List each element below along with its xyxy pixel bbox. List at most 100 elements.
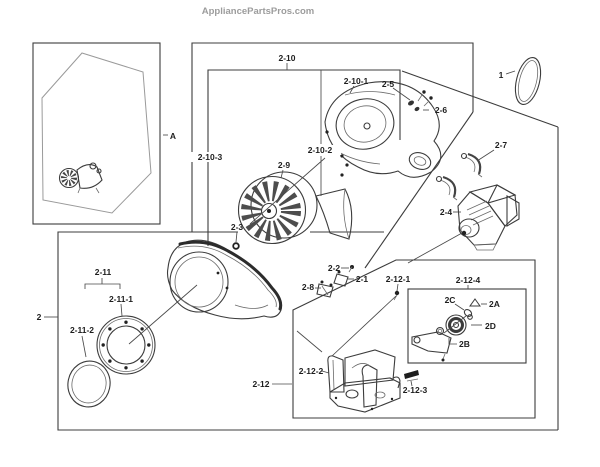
group2-diagonal-edge [364, 111, 474, 269]
leader-2-11-2 [81, 335, 87, 358]
wheel-hub-dot [267, 209, 271, 213]
bushing-ring [467, 314, 473, 320]
part-label-2-9: 2-9 [278, 160, 291, 170]
part-label-2-12-1: 2-12-1 [386, 274, 411, 284]
bolt-2-12-3-drawing [404, 370, 419, 382]
motor-tab [506, 195, 520, 227]
arm-hole [413, 336, 421, 344]
leader-lines [44, 63, 516, 387]
blower-wheel-drawing [237, 171, 318, 245]
shaft-nut [232, 242, 240, 250]
housing-screw-dot [340, 154, 344, 158]
screw-2-12-1-stem [393, 294, 398, 301]
clip-1-eye [460, 152, 468, 160]
motor-shaft-dot [461, 230, 467, 236]
wheel-front-rim [237, 175, 307, 245]
drum-belt-inner-line [177, 245, 277, 308]
leader-2-5 [392, 87, 411, 101]
bracket-2-11 [84, 278, 121, 289]
part-label-2-6: 2-6 [435, 105, 448, 115]
part-label-2-4: 2-4 [440, 207, 453, 217]
part-label-2-1: 2-1 [356, 274, 369, 284]
clip-2-detail [439, 179, 458, 201]
part-label-1: 1 [499, 70, 504, 80]
motor-cylinder [458, 218, 480, 238]
motor-drawing [457, 184, 520, 251]
screw-2-2-stem [348, 266, 353, 273]
mini-feet [77, 187, 100, 194]
motor-foot [473, 243, 497, 251]
blower-housing-drawing [324, 81, 442, 178]
spring-clips-drawing [435, 152, 483, 201]
drum-tail-curve [234, 304, 269, 309]
leader-2-7 [476, 149, 495, 162]
clip-1-detail [464, 156, 483, 178]
wheel-blades [241, 181, 301, 241]
idler-arm-2b [411, 331, 452, 354]
motor-bracket-drawing [327, 349, 401, 413]
part-label-2-12-3: 2-12-3 [403, 385, 428, 395]
leader-2-12-2 [321, 370, 330, 374]
part-label-a: A [170, 131, 176, 141]
housing-screw-dot [325, 130, 329, 134]
idler-assembly-drawing [411, 298, 481, 362]
part-label-2-5: 2-5 [382, 79, 395, 89]
clamp-bolts [101, 320, 151, 370]
mini-cap-1 [89, 162, 97, 170]
screw-head-dot [429, 96, 433, 100]
part-label-2a: 2A [489, 299, 500, 309]
screw-head-dot [422, 90, 426, 94]
leader-1 [505, 70, 516, 75]
housing-screw-dot [340, 173, 344, 177]
leader-2-10-1 [349, 85, 355, 94]
part-label-2-12-2: 2-12-2 [299, 366, 324, 376]
clamp-2-1 [333, 273, 349, 287]
part-label-2-10-2: 2-10-2 [308, 145, 333, 155]
clip-1 [467, 152, 482, 175]
bushing-2c [463, 309, 473, 317]
screw-cluster-drawing [316, 265, 400, 301]
group2-slant-edge [401, 70, 559, 128]
leader-ring [128, 284, 198, 345]
bracket-back-plate [344, 349, 396, 387]
part-label-2-3: 2-3 [231, 222, 244, 232]
decorative-line [296, 330, 323, 353]
cone-screw-2a [469, 298, 481, 307]
belt-drawing [514, 56, 542, 106]
label-backplate [300, 145, 341, 155]
leader-2-9 [280, 169, 284, 179]
arm-grommet-inner [437, 328, 443, 334]
housing-port-outer [408, 152, 432, 170]
part-label-2-10-1: 2-10-1 [344, 76, 369, 86]
leader-2-11-1 [120, 303, 123, 317]
clip-2 [442, 175, 457, 198]
panel-a-drawing [41, 52, 152, 214]
leader-motor-shaft [407, 232, 463, 264]
housing-outline [324, 81, 442, 178]
housing-screw-dot [345, 163, 349, 167]
belt-outer [514, 56, 542, 106]
duct-cap-inner [343, 188, 350, 240]
bracket-2-8-line [321, 285, 329, 296]
arm-bolt-stem [442, 353, 446, 360]
leader-2-10-2 [249, 70, 326, 225]
group2-main-box [57, 231, 558, 431]
bracket-slot [374, 391, 386, 399]
duct-cap-drawing [315, 188, 353, 240]
panel-outline [41, 52, 152, 214]
part-label-2-11: 2-11 [95, 267, 112, 277]
bolt-body [404, 370, 419, 379]
part-label-2-12-4: 2-12-4 [456, 275, 481, 285]
housing-shaft-hole [363, 122, 371, 130]
leader-2-3 [235, 231, 238, 243]
mini-blower-hatch [61, 170, 77, 186]
pulley-groove [448, 317, 464, 333]
part-label-2d: 2D [485, 321, 496, 331]
o-ring-outer [67, 360, 111, 408]
motor-cylinder-inner [460, 225, 472, 235]
mini-blower-body [76, 164, 103, 189]
bracket-flange-line [332, 359, 335, 391]
belt-inner [517, 60, 539, 102]
wheel-hub [260, 202, 278, 220]
